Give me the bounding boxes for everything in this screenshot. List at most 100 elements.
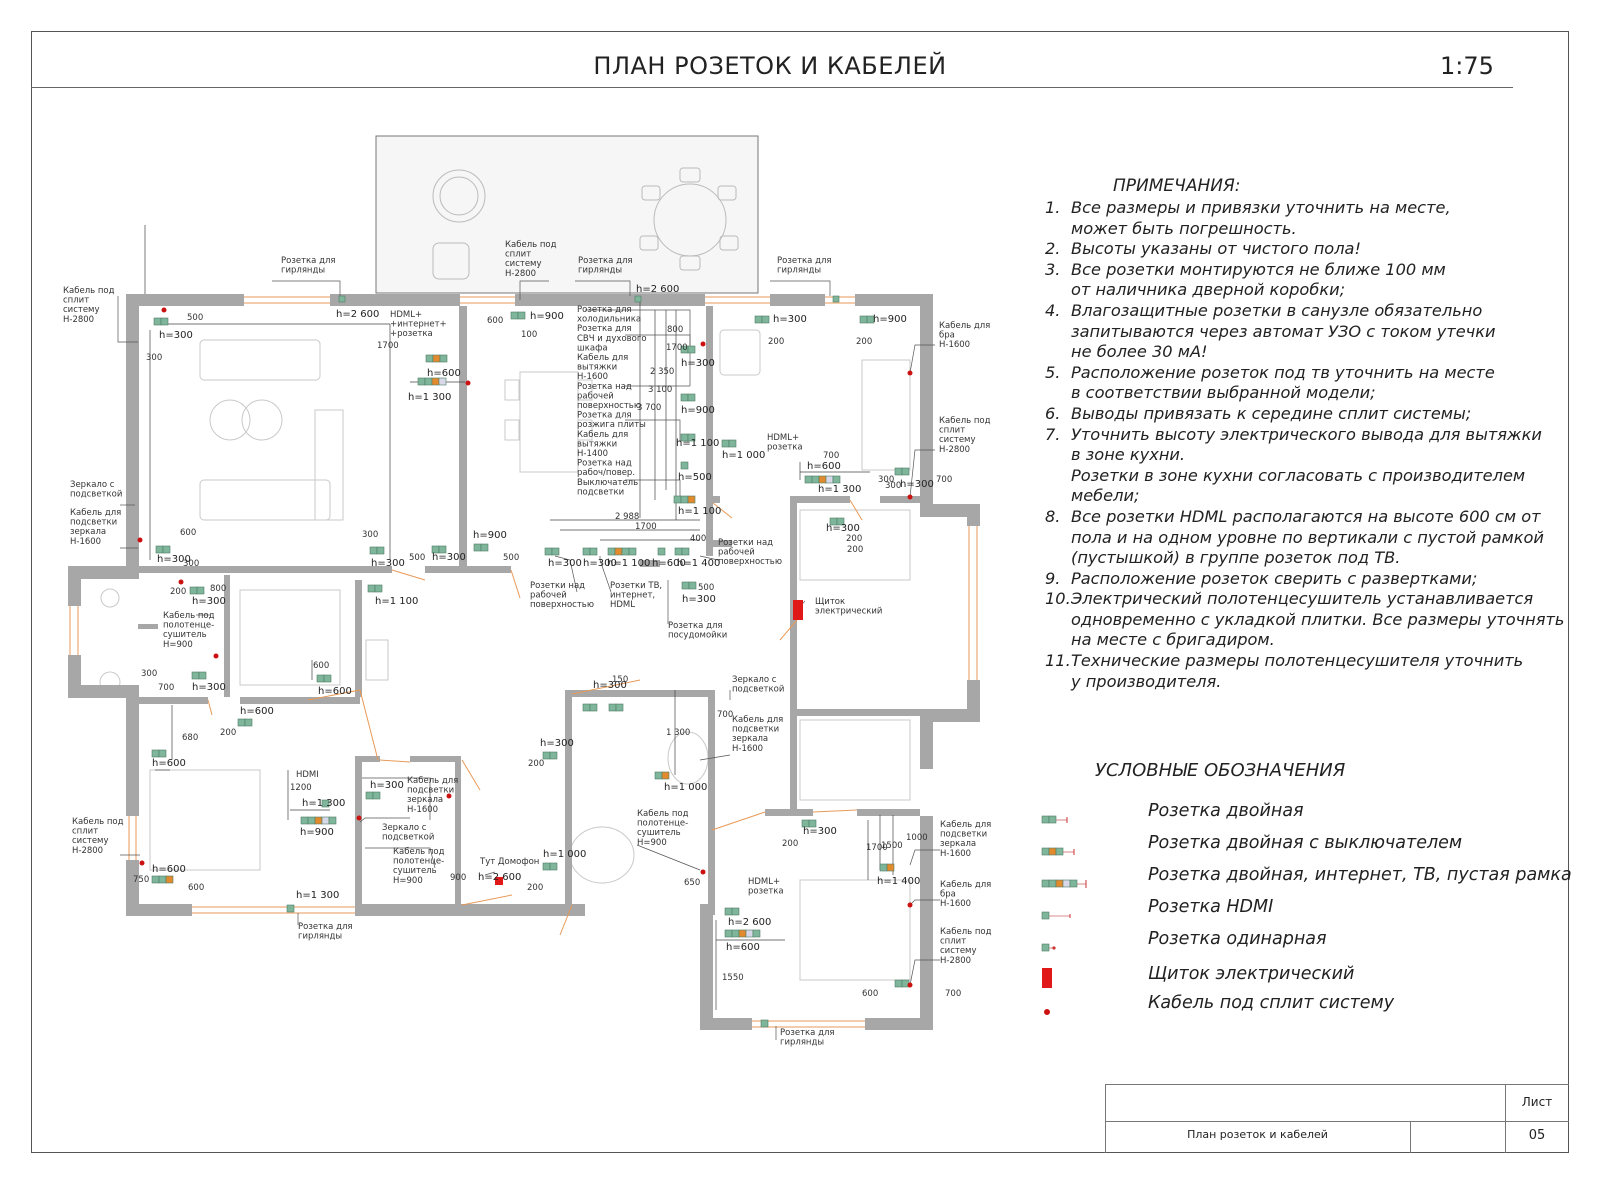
dimension-value: 500 <box>698 583 714 593</box>
note-text: Расположение розеток сверить с развертка… <box>1071 568 1478 588</box>
height-marker: h=900 <box>681 405 715 416</box>
dimension-value: 600 <box>180 528 196 538</box>
height-marker: h=2 600 <box>478 872 521 883</box>
note-item: 11.Технические размеры полотенцесушителя… <box>1045 651 1565 692</box>
dimension-value: 300 <box>362 530 378 540</box>
dimension-value: 100 <box>521 330 537 340</box>
dimension-value: 600 <box>487 316 503 326</box>
dimension-value: 200 <box>768 337 784 347</box>
note-item: 6.Выводы привязать к середине сплит сист… <box>1045 404 1565 425</box>
dimension-value: 3 100 <box>648 385 672 395</box>
interior-walls <box>138 306 925 915</box>
dimension-value: 500 <box>503 553 519 563</box>
terrace <box>375 135 759 294</box>
dimension-value: 600 <box>862 989 878 999</box>
height-marker: h=300 <box>681 358 715 369</box>
dimension-value: 300 <box>141 669 157 679</box>
electric-panel <box>793 600 803 620</box>
dimension-value: 800 <box>210 584 226 594</box>
sheet-title: ПЛАН РОЗЕТОК И КАБЕЛЕЙ <box>593 52 947 80</box>
note-text: Все розетки HDML располагаются на высоте… <box>1071 506 1544 568</box>
notes-title: ПРИМЕЧАНИЯ: <box>1113 176 1241 196</box>
height-marker: h=600 <box>427 368 461 379</box>
height-marker: h=900 <box>473 530 507 541</box>
height-marker: h=1 000 <box>664 782 707 793</box>
legend-item-electric-panel: Щиток электрический <box>1040 964 1354 994</box>
doors <box>207 499 863 936</box>
height-marker: h=900 <box>530 311 564 322</box>
height-marker: h=600 <box>726 942 760 953</box>
note-number: 10. <box>1045 589 1071 609</box>
dimension-value: 1200 <box>290 783 312 793</box>
dimension-value: 700 <box>945 989 961 999</box>
height-marker: h=1 100 <box>678 506 721 517</box>
dimension-value: 700 <box>158 683 174 693</box>
walls <box>68 294 980 1030</box>
note-text: Электрический полотенцесушитель устанавл… <box>1071 589 1565 650</box>
height-marker: h=300 <box>900 479 934 490</box>
note-item: 1.Все размеры и привязки уточнить на мес… <box>1045 198 1565 239</box>
height-marker: h=300 <box>773 314 807 325</box>
note-item: 4. Влагозащитные розетки в санузле обязат… <box>1045 301 1565 363</box>
height-marker: h=600 <box>807 461 841 472</box>
legend-item-double-socket: Розетка двойная <box>1040 801 1304 832</box>
height-marker: h=2 600 <box>636 284 679 295</box>
height-marker: h=1 000 <box>722 450 765 461</box>
height-marker: h=600 <box>152 864 186 875</box>
note-item: 5.Расположение розеток под тв уточнить н… <box>1045 363 1565 404</box>
title-block <box>1105 1084 1569 1153</box>
dimension-value: 200 <box>170 587 186 597</box>
title-block-divider <box>1505 1084 1506 1153</box>
height-marker: h=300 <box>432 552 466 563</box>
terrace-furniture <box>432 167 739 280</box>
legend-item-multi-socket: Розетка двойная, интернет, ТВ, пустая ра… <box>1040 865 1572 896</box>
dimension-value: 1700 <box>866 843 888 853</box>
title-block-divider <box>1410 1121 1411 1153</box>
note-number: 5. <box>1045 362 1061 382</box>
height-marker: h=300 <box>803 826 837 837</box>
height-marker: h=600 <box>652 558 686 569</box>
dimension-value: 200 <box>847 545 863 555</box>
multi-socket-group <box>724 907 910 1028</box>
sheet-scale: 1:75 <box>1440 52 1494 80</box>
double-socket <box>151 875 295 913</box>
note-item: 3.Все розетки монтируются не ближе 100 м… <box>1045 260 1565 301</box>
plan-label: HDML+розетка <box>767 433 803 453</box>
note-item: 10.Электрический полотенцесушитель устан… <box>1045 589 1565 651</box>
height-marker: h=900 <box>300 827 334 838</box>
split-cable-points <box>137 307 913 988</box>
dimension-value: 700 <box>717 710 733 720</box>
height-marker: h=300 <box>371 558 405 569</box>
note-number: 4. <box>1045 300 1061 320</box>
height-marker: h=500 <box>678 472 712 483</box>
dimension-value: 300 <box>146 353 162 363</box>
dimension-value: 300 <box>183 559 199 569</box>
legend-label: Щиток электрический <box>1148 964 1355 984</box>
double-socket <box>754 315 875 324</box>
dimension-value: 200 <box>846 534 862 544</box>
electric-panel-icon <box>1042 968 1052 988</box>
plan-label: HDML++интернет++розетка <box>390 310 447 339</box>
title-block-divider <box>1105 1121 1569 1122</box>
height-marker: h=1 000 <box>543 849 586 860</box>
note-text: Влагозащитные розетки в санузле обязател… <box>1071 300 1496 362</box>
note-text: Все размеры и привязки уточнить на месте… <box>1071 198 1451 238</box>
height-marker: h=600 <box>152 758 186 769</box>
legend-label: Кабель под сплит систему <box>1148 993 1395 1013</box>
dimension-value: 1000 <box>906 833 928 843</box>
legend-label: Розетка двойная, интернет, ТВ, пустая ра… <box>1148 865 1572 885</box>
height-marker: h=300 <box>192 682 226 693</box>
notes: ПРИМЕЧАНИЯ: 1.Все размеры и привязки уто… <box>1045 176 1565 692</box>
